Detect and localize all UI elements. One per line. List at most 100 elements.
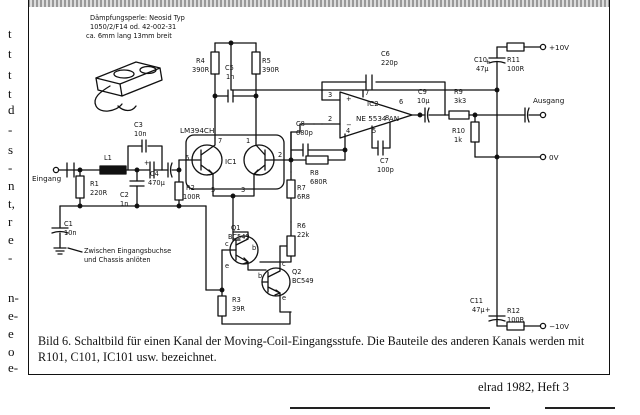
gutter-letter: d: [8, 102, 15, 117]
pin-3: 3: [328, 91, 332, 99]
ic1-pin-2: 2: [278, 151, 282, 159]
r2-label: R2: [186, 184, 195, 192]
gutter-letter: t: [8, 86, 12, 101]
r4-label: R4: [196, 57, 205, 65]
q1-q2-stage: [205, 221, 296, 325]
q2-pin-e: e: [282, 294, 286, 302]
gutter-letter: e-: [8, 308, 19, 323]
q2-pin-b: b: [258, 272, 262, 280]
rail-positive: +10V: [549, 43, 569, 52]
l1-label: L1: [104, 154, 112, 162]
r1-label: R1: [90, 180, 99, 188]
bottom-rule: [290, 407, 490, 409]
figure-frame: [28, 0, 610, 375]
gutter-letter: o: [8, 344, 15, 359]
r3-label: R3: [232, 296, 241, 304]
gutter-letter: t: [8, 26, 12, 41]
c6-label: C6: [381, 50, 390, 58]
pin-8: 8: [385, 114, 389, 122]
pin-4: 4: [346, 127, 350, 135]
input-label: Eingang: [32, 174, 61, 183]
gutter-letter: t: [8, 67, 12, 82]
gutter-letter: e-: [8, 360, 19, 375]
note-line1: Zwischen Eingangsbuchse: [84, 247, 171, 255]
r10-value: 1k: [454, 136, 462, 144]
r11-value: 100R: [507, 65, 525, 73]
c9-value: 10μ: [417, 97, 430, 105]
ferrite-note-line3: ca. 6mm lang 13mm breit: [86, 32, 172, 40]
r5-label: R5: [262, 57, 271, 65]
c8-value: 680p: [296, 129, 313, 137]
c1-label: C1: [64, 220, 73, 228]
r8-label: R8: [310, 169, 319, 177]
ic1-pin-5: 5: [211, 186, 215, 194]
r9-value: 3k3: [454, 97, 466, 105]
ferrite-note-line1: Dämpfungsperle: Neosid Typ: [90, 14, 185, 22]
r6-value: 22k: [297, 231, 309, 239]
c5-label: C5: [225, 64, 234, 72]
c11-value: 47μ: [472, 306, 485, 314]
gutter-letter: s: [8, 142, 14, 157]
pin-2: 2: [328, 115, 332, 123]
pin-7: 7: [365, 89, 369, 97]
rail-ground: 0V: [549, 153, 559, 162]
gutter-letter: -: [8, 250, 13, 265]
r6-label: R6: [297, 222, 306, 230]
r10-label: R10: [452, 127, 465, 135]
q2-label: Q2: [292, 268, 301, 276]
c10-value: 47μ: [476, 65, 489, 73]
r12-label: R12: [507, 307, 520, 315]
component-labels: Dämpfungsperle: Neosid Typ 1050/2/F14 od…: [32, 14, 569, 331]
c9-label: C9: [418, 88, 427, 96]
gutter-letter: r: [8, 214, 13, 229]
rail-negative: −10V: [549, 322, 569, 331]
c4-label: C4: [150, 170, 159, 178]
opamp-plus: +: [346, 95, 352, 103]
gutter-letter: t,: [8, 196, 15, 211]
ic2-value: NE 5534 AN: [356, 114, 399, 123]
r8-value: 680R: [310, 178, 328, 186]
c7-value: 100p: [377, 166, 394, 174]
page-footer: elrad 1982, Heft 3: [478, 380, 569, 394]
pin-6: 6: [399, 98, 403, 106]
r11-label: R11: [507, 56, 520, 64]
c5-value: 1n: [226, 73, 234, 81]
c4-plus: +: [144, 159, 150, 167]
q1-value: BC549: [228, 233, 250, 241]
gutter-letter: -: [8, 160, 13, 175]
r1-value: 220R: [90, 189, 108, 197]
gutter-letter: e: [8, 326, 14, 341]
note-line2: und Chassis anlöten: [84, 256, 151, 264]
r2-value: 100R: [183, 193, 201, 201]
q1-pin-e: e: [225, 262, 229, 270]
r4-c5-r5-cluster: [210, 40, 261, 139]
c8-label: C8: [296, 120, 305, 128]
ic1-pin-7: 7: [218, 137, 222, 145]
c10-plus: +: [485, 58, 491, 66]
r3-value: 39R: [232, 305, 245, 313]
input-section: [51, 139, 207, 291]
c4-value: 470μ: [148, 179, 166, 187]
bottom-rule-right: [545, 407, 615, 409]
q1-pin-c: c: [225, 240, 229, 248]
r5-value: 390R: [262, 66, 280, 74]
gutter-letter: n: [8, 178, 15, 193]
c11-plus: +: [485, 306, 491, 314]
c2-label: C2: [120, 191, 129, 199]
pin-5: 5: [372, 127, 376, 135]
ic2-opamp: [321, 74, 446, 156]
q2-pin-c: c: [282, 260, 286, 268]
q2-value: BC549: [292, 277, 314, 285]
c11-label: C11: [470, 297, 483, 305]
opamp-feedback: [286, 123, 348, 223]
ferrite-bead-sketch: [94, 61, 163, 112]
output-label: Ausgang: [533, 96, 564, 105]
figure-caption: Bild 6. Schaltbild für einen Kanal der M…: [38, 334, 585, 364]
q1-label: Q1: [231, 224, 240, 232]
opamp-minus: −: [346, 121, 352, 129]
c10-label: C10: [474, 56, 487, 64]
gutter-letter: t: [8, 46, 12, 61]
q1-pin-b: b: [252, 244, 256, 252]
